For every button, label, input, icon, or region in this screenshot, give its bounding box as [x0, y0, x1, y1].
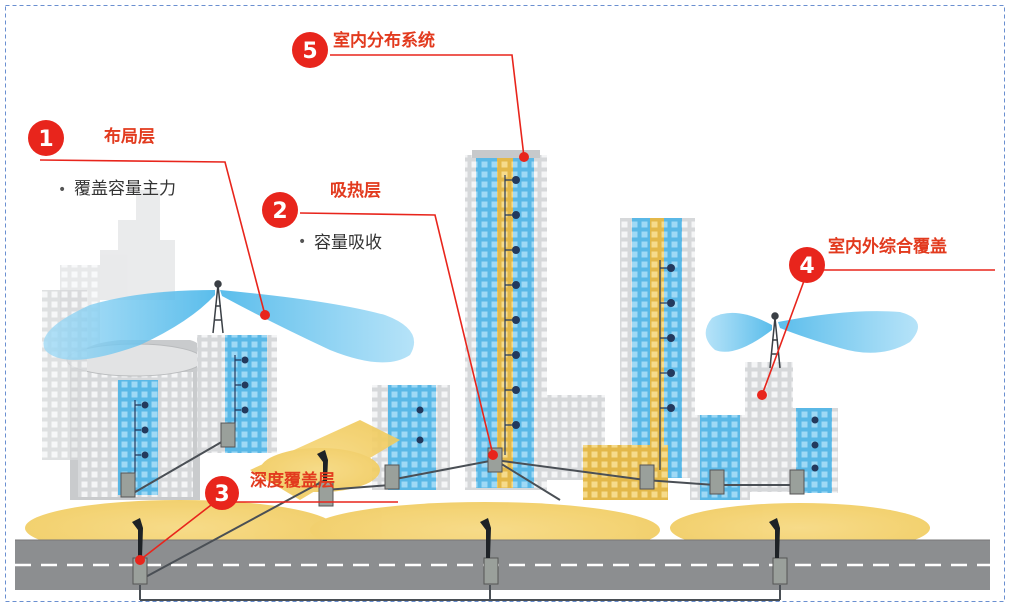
layer-5-title: 室内分布系统 — [333, 30, 435, 51]
badge-4-number: 4 — [799, 254, 814, 279]
building-macro-site — [197, 335, 277, 453]
layer-1-bullet: 覆盖容量主力 — [74, 179, 176, 199]
rru-box-icon — [120, 422, 805, 585]
badge-4: 4 — [789, 247, 825, 283]
layer-4-title: 室内外综合覆盖 — [828, 236, 947, 257]
layer-1-title: 布局层 — [104, 126, 155, 147]
building-right-tower — [583, 218, 750, 500]
layer-2-bullet-dot: • — [298, 234, 306, 250]
badge-3: 3 — [205, 476, 239, 510]
layer-1-bullet-dot: • — [58, 182, 66, 198]
indoor-feeder — [134, 175, 667, 480]
badge-2: 2 — [262, 192, 298, 228]
tower-icon — [212, 280, 224, 334]
tower-icon — [769, 312, 781, 369]
badge-5-number: 5 — [302, 39, 317, 64]
indoor-antenna-icon — [141, 176, 819, 472]
badge-2-number: 2 — [272, 199, 287, 224]
backhaul-links — [129, 439, 795, 601]
layer-2-bullet: 容量吸收 — [314, 233, 382, 253]
macro-beam-right — [705, 311, 918, 353]
macro-beam-left — [43, 290, 415, 363]
badge-1: 1 — [28, 120, 64, 156]
dashed-frame — [5, 5, 1005, 602]
layer-2-title: 吸热层 — [330, 180, 381, 201]
layer-3-title: 深度覆盖层 — [250, 470, 335, 491]
badge-5: 5 — [292, 32, 328, 68]
badge-1-number: 1 — [38, 127, 53, 152]
road — [15, 539, 990, 590]
badge-3-number: 3 — [214, 482, 229, 507]
leader-endpoints — [135, 152, 767, 565]
antenna-pole-icon — [132, 450, 780, 558]
